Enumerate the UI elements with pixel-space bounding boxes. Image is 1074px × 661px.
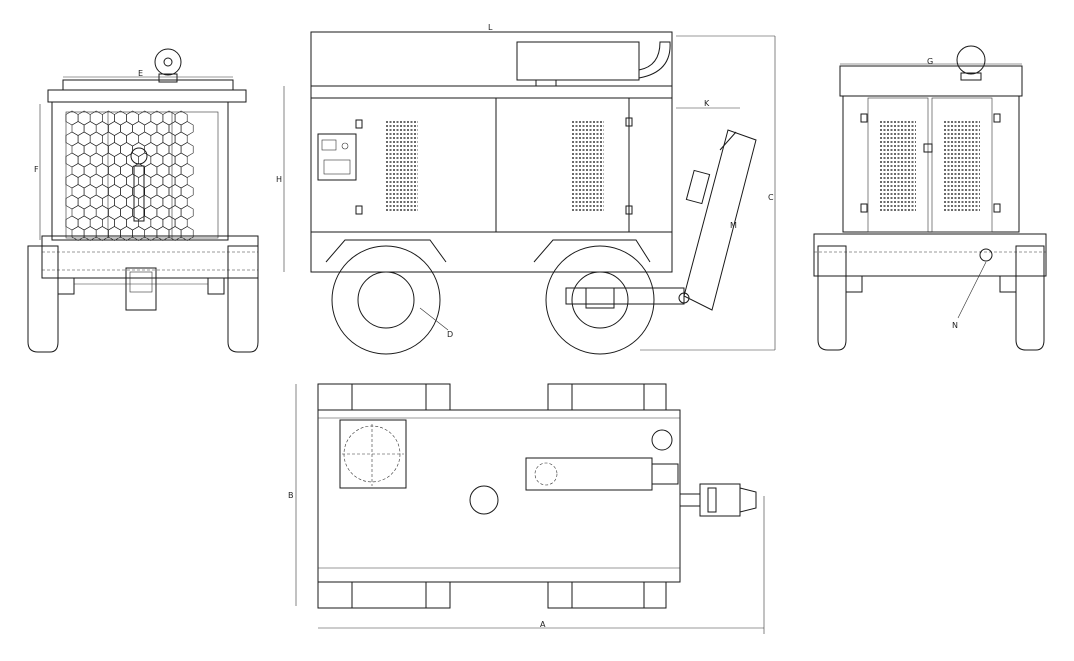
grille-cell [65, 152, 79, 168]
grille-cell [114, 110, 127, 126]
grille-cell [95, 163, 109, 178]
front-view: E F [27, 48, 259, 353]
grille-cell [180, 184, 194, 199]
grille-cell [114, 173, 127, 189]
rear-view: G N [813, 45, 1047, 351]
dim-label-G: G [927, 57, 933, 66]
grille-cell [180, 142, 194, 157]
dim-label-C: C [768, 193, 774, 202]
grille-cell [144, 163, 158, 178]
rear-vents [880, 121, 980, 211]
grille-cell [65, 173, 79, 189]
dim-label-F: F [34, 165, 39, 174]
dim-label-N: N [952, 321, 958, 330]
grille-cell [162, 131, 176, 147]
dim-label-K: K [704, 99, 710, 108]
dim-label-M: M [730, 221, 737, 230]
grille-cell [162, 110, 176, 126]
dim-label-A: A [540, 620, 546, 629]
top-view: B A [288, 383, 765, 634]
grille-cell [162, 194, 176, 210]
grille-cell [180, 226, 194, 241]
dim-label-B: B [288, 491, 294, 500]
grille-cell [144, 121, 158, 136]
grille-cell [95, 121, 109, 136]
grille-cell [108, 226, 121, 241]
grille-cell [71, 226, 85, 241]
grille-cell [114, 152, 127, 168]
grille-cell [156, 226, 170, 241]
grille-cell [65, 194, 79, 210]
side-view: L [276, 23, 776, 355]
dim-label-L: L [488, 23, 493, 32]
grille-cell [65, 110, 79, 126]
dim-label-D: D [447, 330, 453, 339]
grille-cell [95, 205, 109, 220]
grille-cell [65, 215, 79, 231]
grille-cell [180, 163, 194, 178]
grille-cell [114, 194, 127, 210]
dim-label-H: H [276, 175, 282, 184]
grille-cell [95, 226, 109, 241]
grille-cell [180, 121, 194, 136]
grille-cell [180, 205, 194, 220]
grille-cell [132, 226, 145, 241]
grille-cell [114, 215, 127, 231]
grille-cell [162, 152, 176, 168]
side-vents [386, 121, 604, 211]
grille-cell [95, 142, 109, 157]
grille-cell [144, 226, 158, 241]
grille-cell [162, 173, 176, 189]
grille-cell [144, 205, 158, 220]
grille-cell [95, 184, 109, 199]
grille-cell [144, 184, 158, 199]
grille-cell [162, 215, 176, 231]
grille-cell [168, 226, 182, 241]
grille-cell [65, 131, 79, 147]
radiator-grille [65, 110, 194, 241]
grille-cell [114, 131, 127, 147]
grille-cell [120, 226, 133, 241]
grille-cell [83, 226, 97, 241]
dim-label-E: E [138, 69, 143, 78]
